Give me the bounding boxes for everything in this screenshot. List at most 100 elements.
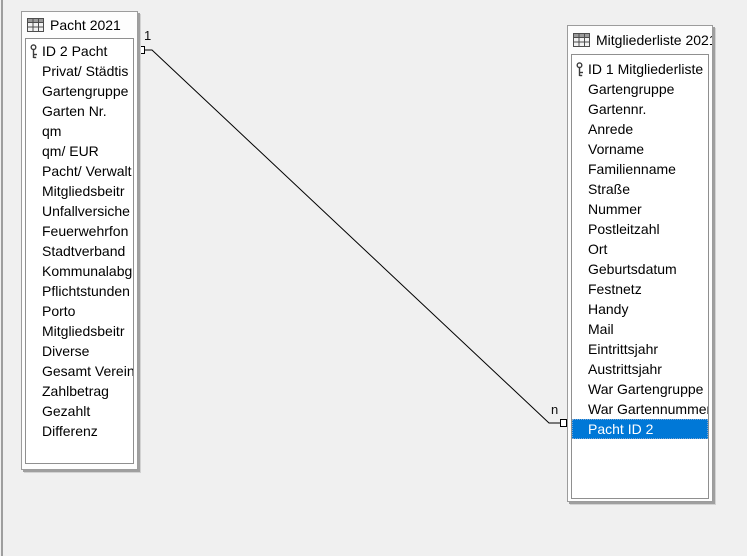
- primary-key-icon: [572, 242, 587, 257]
- field-name: qm: [42, 123, 62, 139]
- field-row[interactable]: Pacht ID 2: [572, 419, 708, 439]
- field-row[interactable]: Gezahlt: [26, 401, 133, 421]
- primary-key-icon: [572, 302, 587, 317]
- field-row[interactable]: Porto: [26, 301, 133, 321]
- field-row[interactable]: Mitgliedsbeitr: [26, 181, 133, 201]
- field-name: War Gartennummer: [588, 401, 708, 417]
- primary-key-icon: [26, 404, 41, 419]
- primary-key-icon: [26, 164, 41, 179]
- field-name: Nummer: [588, 201, 642, 217]
- field-row[interactable]: qm: [26, 121, 133, 141]
- primary-key-icon: [26, 324, 41, 339]
- table-header[interactable]: Mitgliederliste 2021: [568, 26, 712, 54]
- field-name: Pacht/ Verwalt: [42, 163, 132, 179]
- field-row[interactable]: Festnetz: [572, 279, 708, 299]
- field-name: Unfallversiche: [42, 203, 130, 219]
- window-left-edge: [1, 0, 3, 556]
- field-row[interactable]: Privat/ Städtis: [26, 61, 133, 81]
- field-row[interactable]: Nummer: [572, 199, 708, 219]
- field-name: War Gartengruppe: [588, 381, 704, 397]
- field-name: Festnetz: [588, 281, 642, 297]
- primary-key-icon: [26, 43, 41, 59]
- primary-key-icon: [572, 362, 587, 377]
- field-row[interactable]: Pacht/ Verwalt: [26, 161, 133, 181]
- field-name: Zahlbetrag: [42, 383, 109, 399]
- field-name: Kommunalabg: [42, 263, 133, 279]
- connector-handle-left[interactable]: [138, 46, 145, 54]
- field-name: ID 2 Pacht: [42, 43, 108, 59]
- field-name: Handy: [588, 301, 629, 317]
- field-row[interactable]: Familienname: [572, 159, 708, 179]
- primary-key-icon: [572, 402, 587, 417]
- field-row[interactable]: Geburtsdatum: [572, 259, 708, 279]
- field-row[interactable]: Kommunalabg: [26, 261, 133, 281]
- field-name: Pflichtstunden: [42, 283, 130, 299]
- field-row[interactable]: Gartengruppe: [572, 79, 708, 99]
- field-name: Pacht ID 2: [588, 421, 654, 437]
- field-row[interactable]: Straße: [572, 179, 708, 199]
- primary-key-icon: [26, 304, 41, 319]
- relationship-line[interactable]: [144, 49, 561, 424]
- field-row[interactable]: Mitgliedsbeitr: [26, 321, 133, 341]
- field-row[interactable]: Diverse: [26, 341, 133, 361]
- table-window-mitgliederliste-2021[interactable]: Mitgliederliste 2021 ID 1 Mitgliederlist…: [567, 25, 713, 502]
- field-row[interactable]: Austrittsjahr: [572, 359, 708, 379]
- field-name: Privat/ Städtis: [42, 63, 129, 79]
- field-row[interactable]: Gartennr.: [572, 99, 708, 119]
- field-name: Mitgliedsbeitr: [42, 183, 125, 199]
- field-name: Stadtverband: [42, 243, 126, 259]
- field-row[interactable]: Mail: [572, 319, 708, 339]
- field-name: Diverse: [42, 343, 90, 359]
- field-row[interactable]: Differenz: [26, 421, 133, 441]
- field-row[interactable]: Pflichtstunden: [26, 281, 133, 301]
- primary-key-icon: [26, 424, 41, 439]
- table-title: Pacht 2021: [50, 17, 121, 33]
- primary-key-icon: [26, 224, 41, 239]
- field-row[interactable]: War Gartengruppe: [572, 379, 708, 399]
- field-name: Postleitzahl: [588, 221, 660, 237]
- field-row[interactable]: ID 1 Mitgliederliste: [572, 59, 708, 79]
- field-row[interactable]: Unfallversiche: [26, 201, 133, 221]
- field-name: Gesamt Verein: [42, 363, 133, 379]
- field-name: ID 1 Mitgliederliste: [588, 61, 704, 77]
- field-row[interactable]: Zahlbetrag: [26, 381, 133, 401]
- field-row[interactable]: qm/ EUR: [26, 141, 133, 161]
- field-row[interactable]: War Gartennummer: [572, 399, 708, 419]
- primary-key-icon: [26, 104, 41, 119]
- primary-key-icon: [572, 182, 587, 197]
- field-row[interactable]: Garten Nr.: [26, 101, 133, 121]
- primary-key-icon: [26, 244, 41, 259]
- primary-key-icon: [572, 202, 587, 217]
- field-row[interactable]: Gesamt Verein: [26, 361, 133, 381]
- primary-key-icon: [572, 262, 587, 277]
- table-title: Mitgliederliste 2021: [596, 32, 712, 48]
- field-name: Differenz: [42, 423, 98, 439]
- primary-key-icon: [26, 264, 41, 279]
- table-window-pacht-2021[interactable]: Pacht 2021 ID 2 Pacht Privat/ Städtis: [21, 11, 138, 470]
- field-name: Anrede: [588, 121, 634, 137]
- field-name: Eintrittsjahr: [588, 341, 659, 357]
- field-name: Gartengruppe: [42, 83, 129, 99]
- field-row[interactable]: Stadtverband: [26, 241, 133, 261]
- primary-key-icon: [26, 344, 41, 359]
- field-row[interactable]: Gartengruppe: [26, 81, 133, 101]
- field-name: Gezahlt: [42, 403, 91, 419]
- table-header[interactable]: Pacht 2021: [22, 12, 137, 38]
- field-row[interactable]: Handy: [572, 299, 708, 319]
- primary-key-icon: [572, 142, 587, 157]
- field-row[interactable]: Postleitzahl: [572, 219, 708, 239]
- field-name: Familienname: [588, 161, 676, 177]
- field-row[interactable]: Ort: [572, 239, 708, 259]
- table-icon: [573, 33, 590, 47]
- field-row[interactable]: Feuerwehrfon: [26, 221, 133, 241]
- field-row[interactable]: Vorname: [572, 139, 708, 159]
- connector-handle-right[interactable]: [560, 419, 567, 427]
- field-row[interactable]: ID 2 Pacht: [26, 41, 133, 61]
- primary-key-icon: [572, 282, 587, 297]
- primary-key-icon: [26, 364, 41, 379]
- primary-key-icon: [26, 204, 41, 219]
- primary-key-icon: [572, 382, 587, 397]
- field-row[interactable]: Anrede: [572, 119, 708, 139]
- field-name: qm/ EUR: [42, 143, 99, 159]
- field-row[interactable]: Eintrittsjahr: [572, 339, 708, 359]
